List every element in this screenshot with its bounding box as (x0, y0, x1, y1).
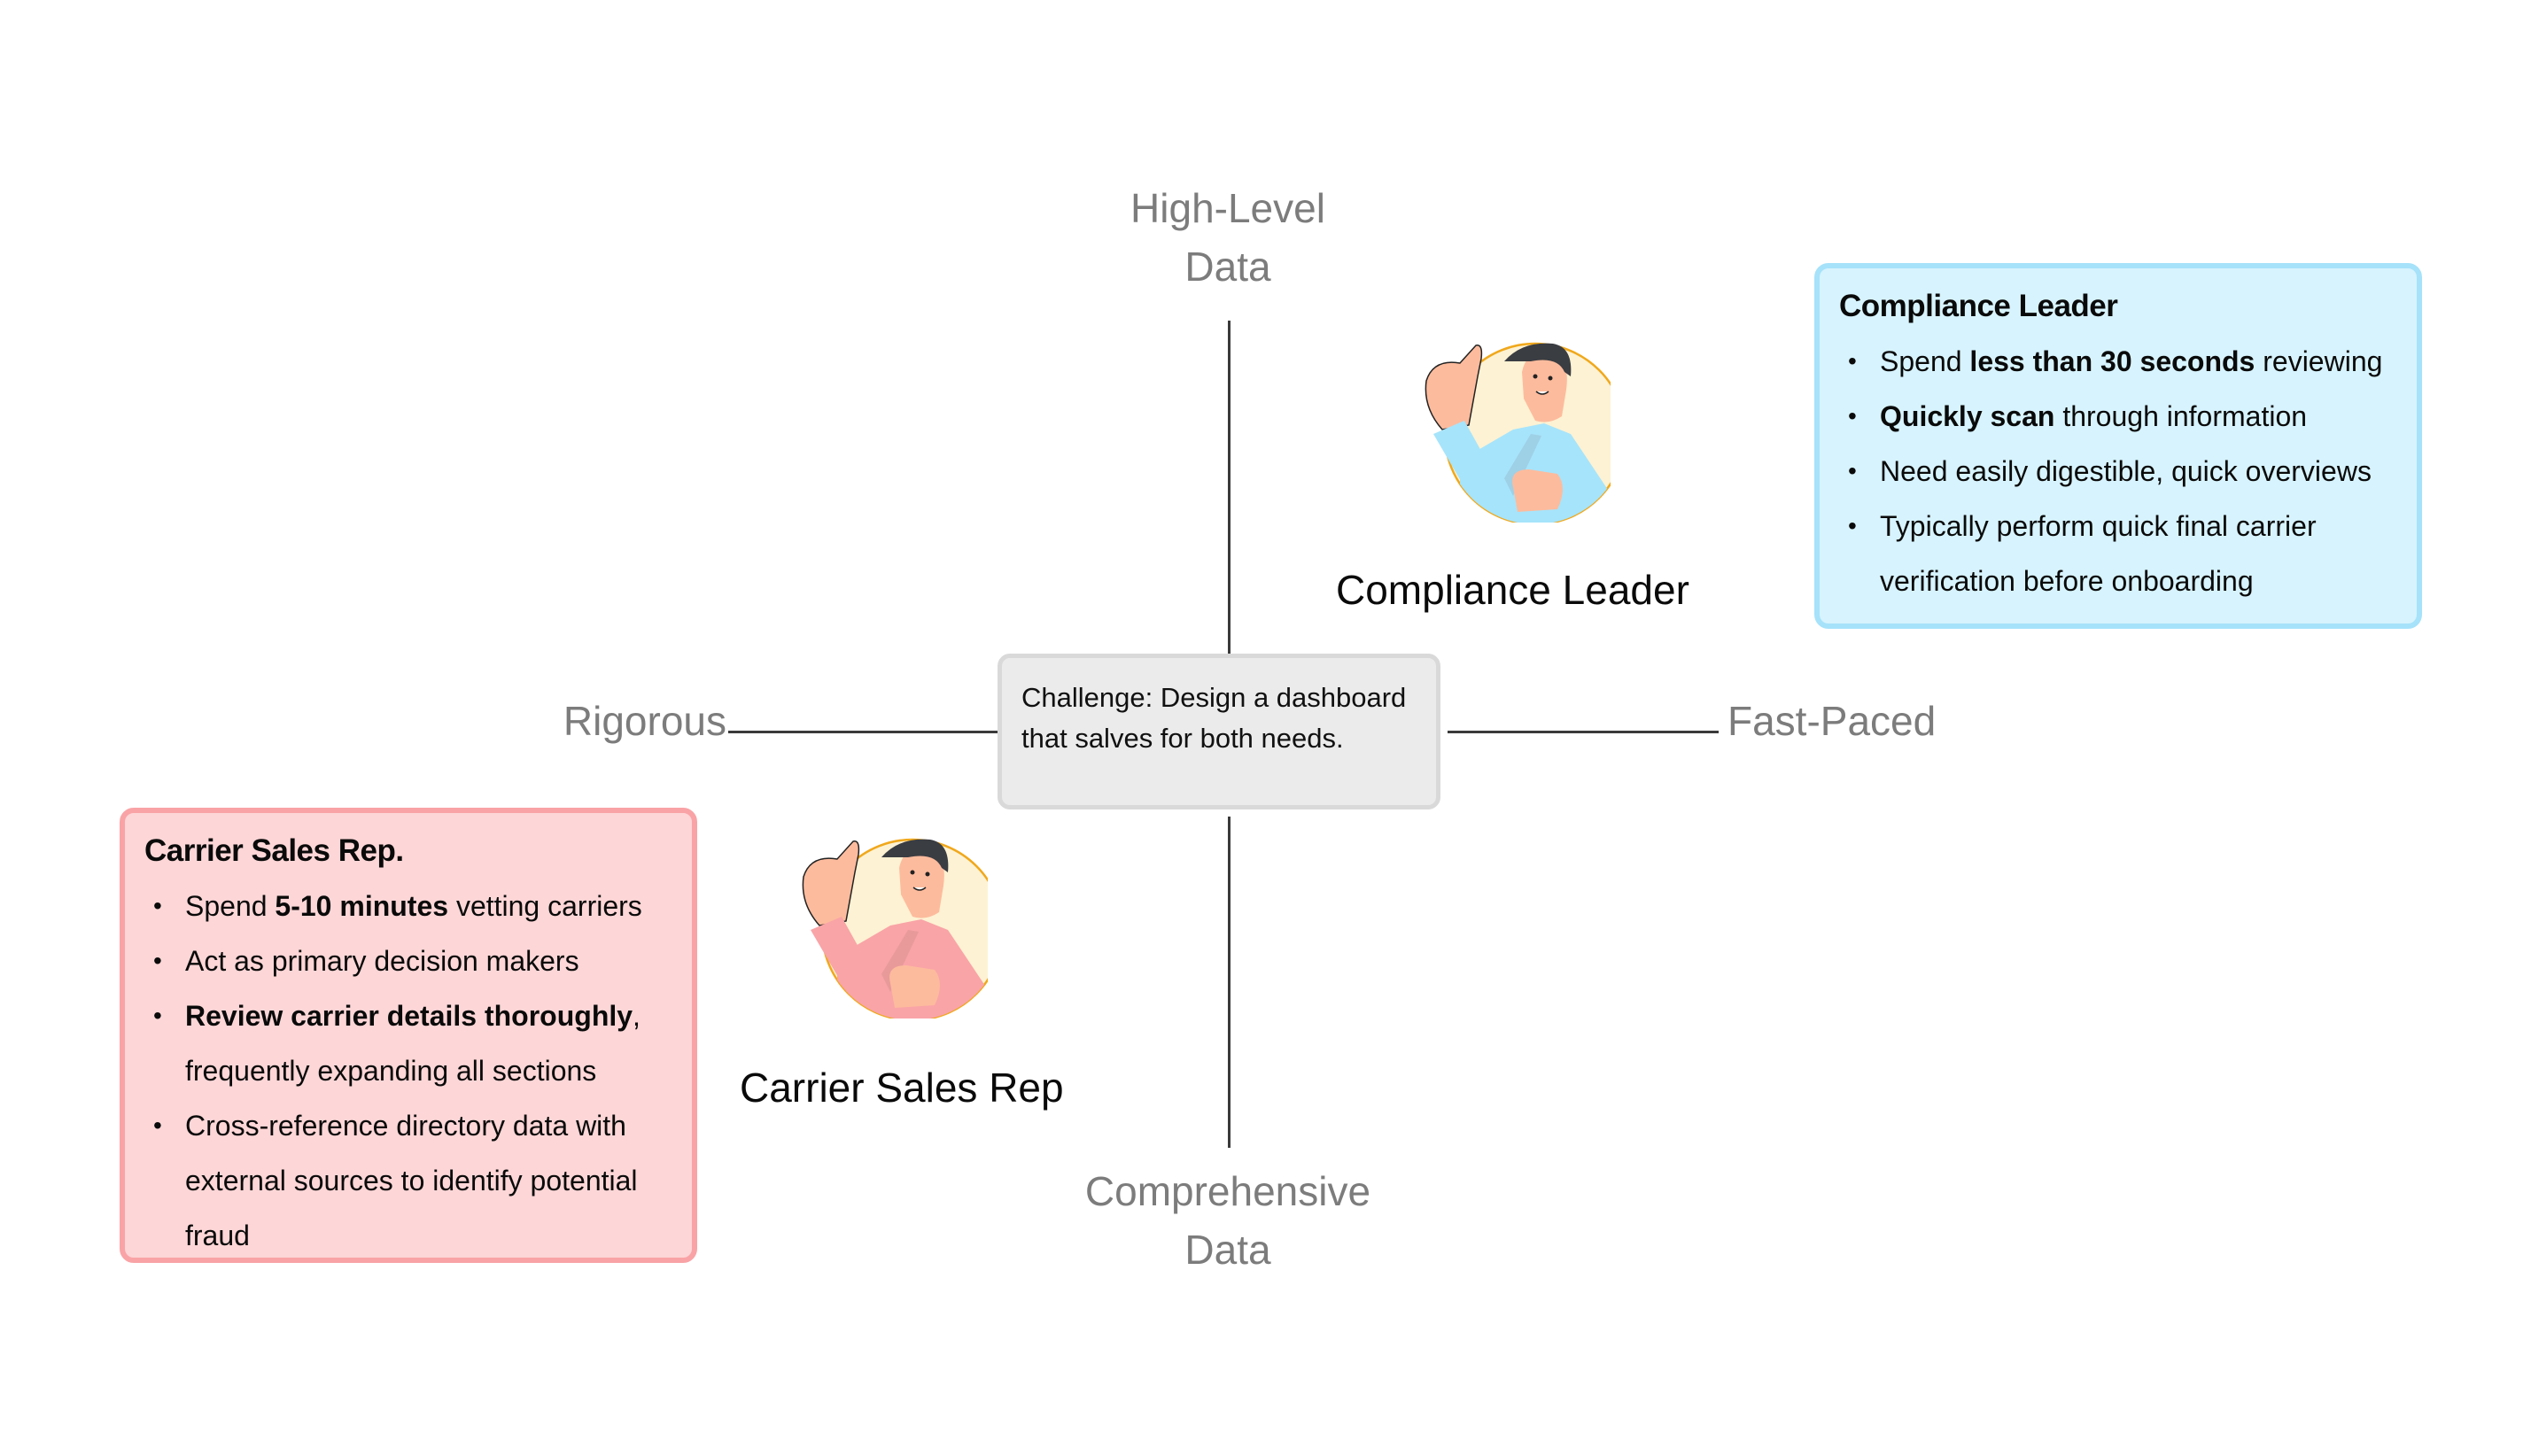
axis-line-right (1448, 731, 1719, 733)
axis-line-left (728, 731, 999, 733)
item-pre: Need easily digestible, quick overviews (1880, 455, 2372, 487)
bullet-icon: • (1848, 512, 1857, 539)
axis-label-line: Data (1184, 244, 1271, 290)
item-post: vetting carriers (448, 890, 642, 922)
list-item: • Typically perform quick final carrier v… (1839, 499, 2397, 608)
bullet-icon: • (153, 1111, 162, 1139)
card-title: Compliance Leader (1839, 289, 2118, 323)
list-item: • Quickly scan through information (1839, 389, 2397, 444)
item-pre: Spend (1880, 345, 1970, 377)
item-pre: Spend (185, 890, 276, 922)
axis-label-rigorous: Rigorous (563, 698, 726, 744)
axis-label-line: Comprehensive (1084, 1168, 1371, 1214)
item-pre: Cross-reference directory data with exte… (185, 1110, 638, 1251)
list-item: • Need easily digestible, quick overviews (1839, 444, 2397, 499)
card-title: Carrier Sales Rep. (144, 833, 404, 868)
card-list: • Spend 5-10 minutes vetting carriers • Ac… (144, 879, 672, 1263)
card-list: • Spend less than 30 seconds reviewing • Q… (1839, 334, 2397, 608)
item-bold: less than 30 seconds (1969, 345, 2255, 377)
axis-label-high-level-data: High-Level Data (1051, 179, 1405, 296)
bullet-icon: • (153, 892, 162, 919)
item-post: , frequently expanding all sections (185, 1000, 641, 1087)
challenge-box: Challenge: Design a dashboard that salve… (998, 654, 1440, 809)
carrier-sales-rep-card: Carrier Sales Rep. • Spend 5-10 minutes v… (120, 808, 697, 1263)
list-item: • Act as primary decision makers (144, 933, 672, 988)
axis-label-line: High-Level (1130, 185, 1325, 231)
bullet-icon: • (1848, 402, 1857, 430)
item-bold: Quickly scan (1880, 400, 2055, 432)
item-pre: Act as primary decision makers (185, 945, 579, 977)
axis-line-top (1228, 321, 1231, 654)
compliance-leader-label: Compliance Leader (1336, 567, 1689, 613)
list-item: • Cross-reference directory data with ext… (144, 1098, 672, 1263)
list-item: • Spend 5-10 minutes vetting carriers (144, 879, 672, 933)
axis-label-comprehensive-data: Comprehensive Data (1006, 1162, 1449, 1279)
carrier-sales-rep-label: Carrier Sales Rep (740, 1065, 1064, 1111)
axis-label-fast-paced: Fast-Paced (1727, 698, 1937, 744)
bullet-icon: • (153, 947, 162, 974)
bullet-icon: • (153, 1002, 162, 1029)
list-item: • Spend less than 30 seconds reviewing (1839, 334, 2397, 389)
item-bold: 5-10 minutes (275, 890, 449, 922)
axis-label-line: Data (1184, 1227, 1271, 1273)
compliance-leader-avatar-illustration (1425, 342, 1611, 523)
axis-line-bottom (1228, 817, 1231, 1148)
item-bold: Review carrier details thoroughly (185, 1000, 633, 1032)
list-item: • Review carrier details thoroughly, freq… (144, 988, 672, 1098)
item-post: through information (2054, 400, 2308, 432)
bullet-icon: • (1848, 347, 1857, 375)
item-pre: Typically perform quick final carrier ve… (1880, 510, 2317, 597)
bullet-icon: • (1848, 457, 1857, 484)
carrier-sales-rep-avatar-illustration (802, 838, 988, 1018)
compliance-leader-card: Compliance Leader • Spend less than 30 se… (1814, 263, 2422, 629)
item-post: reviewing (2255, 345, 2383, 377)
